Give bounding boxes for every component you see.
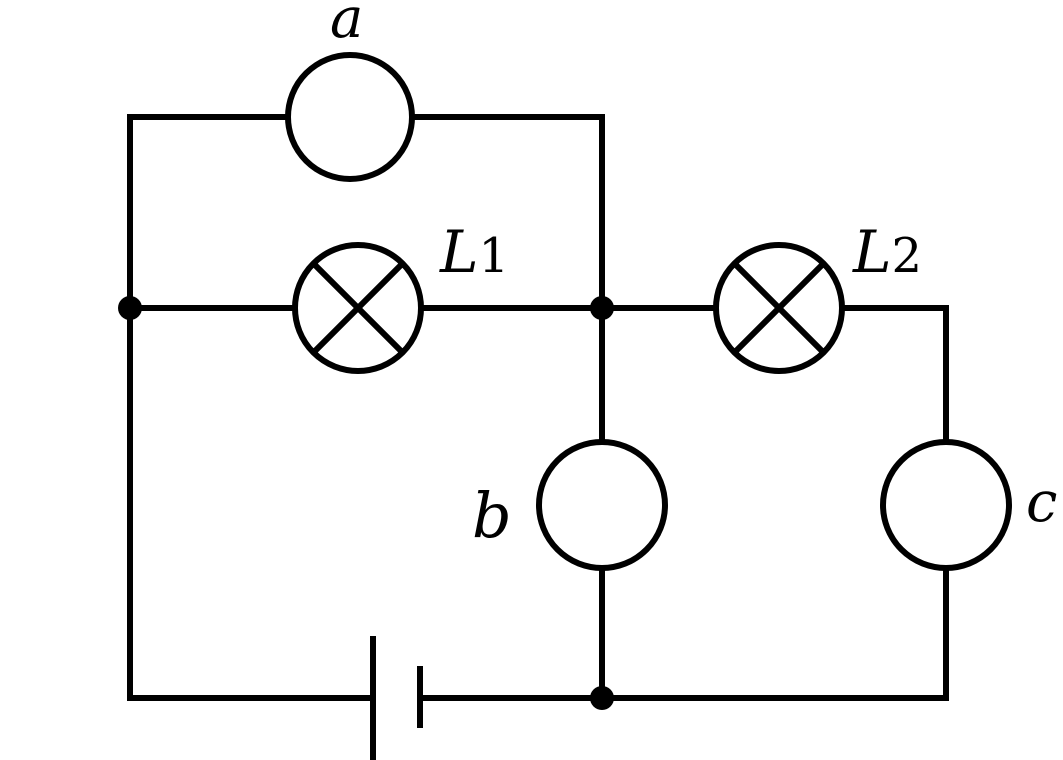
meter-b: [536, 439, 668, 571]
junction-middle: [590, 296, 614, 320]
meter-b-label: b: [472, 479, 512, 552]
lamp-l1-letter: L: [439, 218, 479, 286]
lamp-l1-subscript: 1: [479, 228, 510, 284]
meter-a-label: a: [330, 0, 363, 51]
lamp-l2-label: L2: [852, 218, 922, 286]
lamp-l1-label: L1: [439, 218, 509, 286]
meter-a: [285, 52, 415, 182]
meter-a-circle: [285, 52, 415, 182]
lamp-l1: [292, 242, 424, 374]
wires: [127, 114, 949, 701]
wire-l2-right: [839, 305, 949, 445]
meter-c: [880, 439, 1012, 571]
junction-bottom: [590, 686, 614, 710]
junction-left: [118, 296, 142, 320]
wire-top-branch-right: [409, 114, 605, 311]
wire-top-branch: [127, 114, 291, 311]
meter-b-circle: [536, 439, 668, 571]
meter-c-label: c: [1026, 470, 1057, 535]
wire-c-bottom: [599, 565, 949, 701]
lamp-l2-cross-2: [731, 260, 827, 356]
wire-left-bottom: [127, 305, 375, 701]
lamp-l2-letter: L: [852, 218, 892, 286]
lamp-l2-subscript: 2: [892, 228, 923, 284]
meter-c-circle: [880, 439, 1012, 571]
junctions: [118, 296, 614, 710]
lamp-l1-cross-2: [310, 260, 406, 356]
battery: [370, 636, 423, 760]
lamp-l2: [713, 242, 845, 374]
